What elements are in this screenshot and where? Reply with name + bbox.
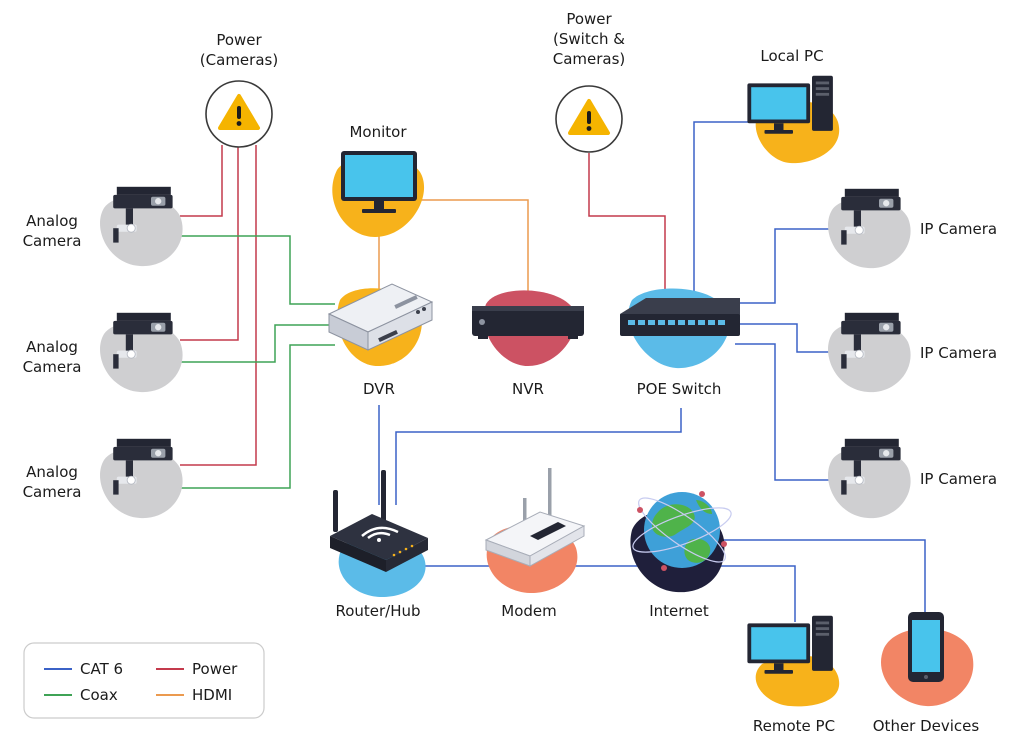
analog-camera-3-label-1: Analog <box>26 463 78 481</box>
analog-camera-2-label-2: Camera <box>23 358 82 376</box>
analog-camera-3-node: Analog Camera <box>23 438 183 519</box>
power-wire-camera-3 <box>180 145 257 466</box>
legend-label-hdmi: HDMI <box>192 686 232 704</box>
modem-node: Modem <box>484 468 586 620</box>
analog-camera-2-blob <box>100 322 183 393</box>
monitor-label: Monitor <box>349 123 407 141</box>
poe-switch-label: POE Switch <box>637 380 722 398</box>
dvr-node: DVR <box>327 283 434 398</box>
router-label: Router/Hub <box>335 602 420 620</box>
analog-camera-1-label-1: Analog <box>26 212 78 230</box>
nvr-recorder-icon <box>472 306 584 339</box>
hdmi-wire-nvr <box>420 199 529 296</box>
legend-label-coax: Coax <box>80 686 118 704</box>
power-wire-switch <box>588 153 666 300</box>
ip-camera-1-blob <box>828 198 911 269</box>
legend-label-power: Power <box>192 660 238 678</box>
router-node: Router/Hub <box>330 470 428 620</box>
monitor-icon <box>341 151 417 213</box>
cat6-wire-ip-camera-3 <box>735 343 830 481</box>
legend-box <box>23 642 265 719</box>
ip-camera-1-label: IP Camera <box>920 220 997 238</box>
ip-camera-2-label: IP Camera <box>920 344 997 362</box>
power-switch-label-3: Cameras) <box>553 50 626 68</box>
local-pc-label: Local PC <box>760 47 823 65</box>
nvr-node: NVR <box>472 290 584 398</box>
cat6-wire-local-pc <box>693 121 749 298</box>
analog-camera-1-label-2: Camera <box>23 232 82 250</box>
power-wire-camera-2 <box>180 145 239 341</box>
smartphone-icon <box>908 612 944 682</box>
modem-icon <box>484 468 586 567</box>
poe-switch-node: POE Switch <box>620 288 740 398</box>
remote-pc-node: Remote PC <box>747 615 840 735</box>
nvr-label: NVR <box>512 380 544 398</box>
coax-wire-camera-3 <box>180 344 335 489</box>
legend-label-cat6: CAT 6 <box>80 660 123 678</box>
wires <box>180 121 926 622</box>
cat6-wire-internet-other-devices <box>722 539 926 612</box>
internet-label: Internet <box>649 602 709 620</box>
other-devices-node: Other Devices <box>873 612 980 735</box>
analog-camera-1-blob <box>100 196 183 267</box>
cat6-wire-switch-router <box>395 408 682 505</box>
analog-camera-3-blob <box>100 448 183 519</box>
wifi-router-icon <box>330 470 428 572</box>
coax-wire-camera-1 <box>180 235 335 305</box>
ip-camera-2-blob <box>828 322 911 393</box>
cat6-wire-ip-camera-2 <box>735 323 830 353</box>
power-wire-camera-1 <box>180 145 223 217</box>
local-pc-node: Local PC <box>747 47 840 164</box>
analog-camera-2-label-1: Analog <box>26 338 78 356</box>
globe-icon <box>632 491 732 571</box>
ip-camera-1-node: IP Camera <box>828 188 997 269</box>
modem-label: Modem <box>501 602 556 620</box>
power-switch-label-1: Power <box>566 10 612 28</box>
power-cameras-label-2: (Cameras) <box>200 51 278 69</box>
analog-camera-2-node: Analog Camera <box>23 312 183 393</box>
warning-triangle-icon <box>554 84 624 154</box>
power-switch-label-2: (Switch & <box>553 30 625 48</box>
cat6-wire-internet-remote-pc <box>715 565 796 622</box>
ip-camera-2-node: IP Camera <box>828 312 997 393</box>
power-cameras-label-1: Power <box>216 31 262 49</box>
ip-camera-3-blob <box>828 448 911 519</box>
network-switch-icon <box>620 298 740 336</box>
power-cameras-node: Power (Cameras) <box>200 31 278 149</box>
dvr-label: DVR <box>363 380 395 398</box>
coax-wire-camera-2 <box>180 324 335 363</box>
other-devices-label: Other Devices <box>873 717 980 735</box>
internet-node: Internet <box>630 491 732 620</box>
monitor-node: Monitor <box>332 123 425 238</box>
warning-triangle-icon <box>204 79 274 149</box>
legend: CAT 6 Power Coax HDMI <box>23 642 265 719</box>
analog-camera-1-node: Analog Camera <box>23 186 183 267</box>
remote-pc-label: Remote PC <box>753 717 835 735</box>
ip-camera-3-label: IP Camera <box>920 470 997 488</box>
cat6-wire-ip-camera-1 <box>735 228 830 304</box>
analog-camera-3-label-2: Camera <box>23 483 82 501</box>
power-switch-node: Power (Switch & Cameras) <box>553 10 626 154</box>
ip-camera-3-node: IP Camera <box>828 438 997 519</box>
dvr-recorder-icon <box>327 283 434 351</box>
